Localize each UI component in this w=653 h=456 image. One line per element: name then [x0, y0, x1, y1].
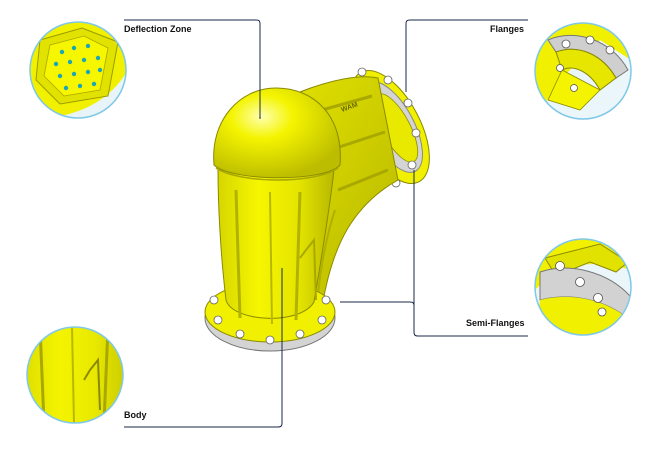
label-deflection-zone: Deflection Zone: [124, 24, 192, 34]
inset-body: [26, 326, 124, 424]
deflection-dome: [213, 87, 341, 179]
callout-line-semiflanges: [340, 301, 528, 337]
label-body: Body: [124, 410, 147, 420]
callout-line-flanges: [405, 19, 528, 92]
pipe-bend-part: WAM: [204, 67, 430, 352]
inset-flanges: [534, 22, 632, 120]
deflection-holes: [53, 43, 103, 91]
inset-semi-flanges: [534, 238, 632, 336]
callout-line-deflection: [124, 19, 261, 118]
callout-line-body: [124, 268, 283, 428]
inset-deflection-zone: [29, 21, 127, 119]
label-flanges: Flanges: [490, 24, 525, 34]
callout-lines: [124, 19, 528, 428]
label-semi-flanges: Semi-Flanges: [466, 318, 525, 328]
